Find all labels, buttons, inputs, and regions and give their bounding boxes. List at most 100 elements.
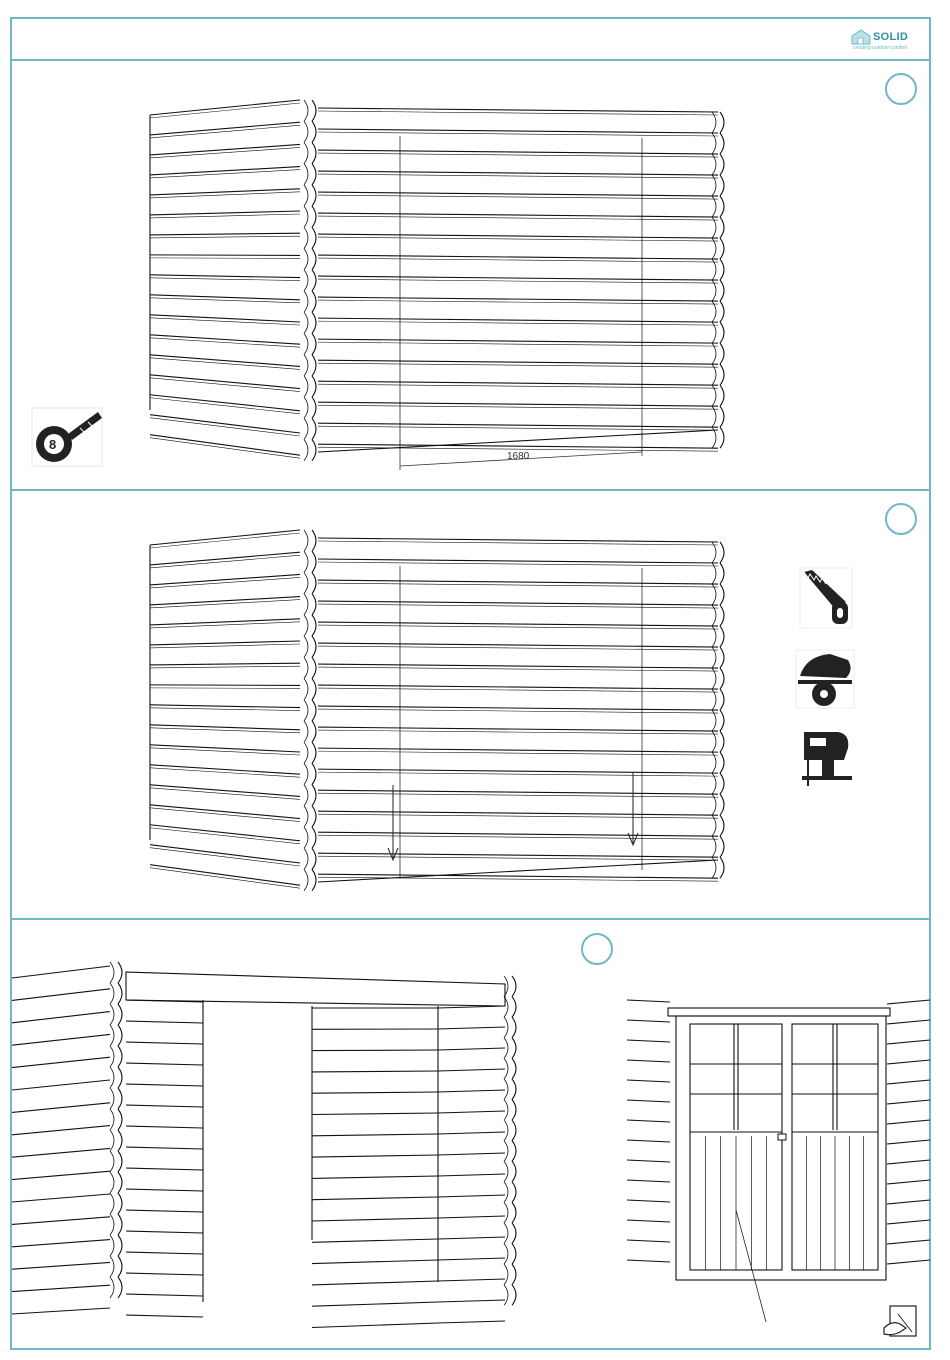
front-right-log-line: [438, 1090, 505, 1092]
right-corner-log-end: [720, 427, 724, 448]
corner-left-log-end: [110, 1025, 114, 1046]
front-right-log-line: [438, 1069, 505, 1071]
corner-left-log-end: [118, 1256, 122, 1277]
right-corner-log-end: [720, 584, 724, 605]
front-left-log-line: [126, 1189, 203, 1191]
corner-right-log-end: [512, 1058, 516, 1079]
wall-log-line: [627, 1100, 670, 1102]
corner-right-log-end: [512, 976, 516, 997]
corner-left-log-end: [118, 1172, 122, 1193]
right-corner-log-end: [720, 857, 724, 878]
hand-saw-icon: [800, 568, 852, 628]
corner-left-log-end: [118, 1235, 122, 1256]
corner-right-log-end: [504, 1161, 508, 1182]
wall-log-line: [627, 1140, 670, 1142]
corner-left-log-end: [110, 1088, 114, 1109]
wall-log-line: [627, 1240, 670, 1242]
side-wall-log-line: [12, 1126, 110, 1135]
side-wall-log-line: [12, 1080, 110, 1090]
corner-log-end: [312, 418, 316, 439]
panel-2-wall-drawing: [150, 530, 724, 891]
corner-left-log-end: [110, 1235, 114, 1256]
front-left-log-line: [126, 1126, 203, 1128]
corner-right-log-end: [504, 1182, 508, 1203]
left-wall-log-line: [150, 663, 300, 665]
wall-log-line: [887, 1220, 930, 1224]
side-wall-log-line: [12, 1308, 110, 1314]
front-right-log-line: [438, 1153, 505, 1155]
left-wall-log-line: [150, 435, 300, 455]
wall-base: [318, 860, 718, 882]
front-left-log-line: [126, 1168, 203, 1170]
corner-log-end: [312, 848, 316, 869]
back-wall-log-line: [312, 1176, 438, 1178]
front-left-log-line: [126, 1147, 203, 1149]
left-wall-log-line: [150, 788, 300, 800]
corner-log-end: [304, 742, 308, 763]
circular-saw-icon: [796, 650, 854, 708]
side-wall-log-line: [12, 1103, 110, 1113]
panel-3-door-drawing: [627, 1000, 930, 1280]
right-corner-log-end: [720, 133, 724, 154]
back-wall-log-line: [312, 1134, 438, 1136]
right-corner-log-end: [720, 364, 724, 385]
right-corner-log-end: [720, 175, 724, 196]
corner-left-log-end: [110, 1067, 114, 1088]
front-left-log-line: [126, 1210, 203, 1212]
corner-log-end: [312, 164, 316, 185]
corner-log-end: [312, 121, 316, 142]
right-corner-log-end: [720, 668, 724, 689]
front-right-log-line: [438, 1237, 505, 1239]
right-corner-log-end: [720, 773, 724, 794]
right-corner-log-end: [720, 626, 724, 647]
left-wall-log-line: [150, 725, 300, 730]
wall-log-line: [627, 1180, 670, 1182]
corner-log-end: [312, 227, 316, 248]
corner-log-end: [312, 355, 316, 376]
corner-log-end: [312, 679, 316, 700]
front-right-log-line: [438, 1027, 505, 1029]
back-wall-log-line: [312, 1197, 438, 1200]
corner-left-log-end: [110, 983, 114, 1004]
corner-log-end: [312, 439, 316, 460]
corner-right-log-end: [512, 997, 516, 1018]
side-wall-log-line: [12, 1240, 110, 1247]
wall-log-line: [887, 1260, 930, 1264]
front-left-log-line: [126, 1315, 203, 1317]
wall-log-line: [887, 1080, 930, 1084]
corner-left-log-end: [110, 1193, 114, 1214]
left-wall-log-line: [150, 258, 300, 259]
tape-measure-icon: 8: [32, 408, 102, 466]
right-corner-log-end: [720, 322, 724, 343]
hand-detail-icon: [884, 1306, 916, 1336]
corner-left-log-end: [118, 1025, 122, 1046]
wall-log-line: [887, 1200, 930, 1204]
wall-log-line: [887, 1020, 930, 1024]
corner-log-end: [312, 721, 316, 742]
left-wall-log-line: [150, 147, 300, 158]
right-corner-log-end: [720, 542, 724, 563]
front-left-log-line: [126, 1252, 203, 1254]
left-wall-log-line: [150, 275, 300, 278]
right-corner-log-end: [720, 280, 724, 301]
corner-left-log-end: [118, 1277, 122, 1298]
corner-right-log-end: [504, 1264, 508, 1285]
corner-log-end: [304, 291, 308, 312]
left-wall-log-line: [150, 828, 300, 844]
corner-left-log-end: [118, 1046, 122, 1067]
corner-right-log-end: [504, 1079, 508, 1100]
corner-log-end: [304, 551, 308, 572]
left-wall-log-line: [150, 865, 300, 885]
corner-right-log-end: [504, 1120, 508, 1141]
corner-right-log-end: [504, 1141, 508, 1162]
corner-log-end: [312, 869, 316, 890]
corner-log-end: [312, 785, 316, 806]
header-beam: [126, 972, 505, 1006]
corner-log-end: [304, 376, 308, 397]
front-left-log-line: [126, 1231, 203, 1233]
front-left-log-line: [126, 1105, 203, 1107]
corner-log-end: [304, 657, 308, 678]
corner-right-log-end: [512, 1223, 516, 1244]
corner-left-log-end: [110, 1004, 114, 1025]
left-wall-log-line: [150, 378, 300, 392]
